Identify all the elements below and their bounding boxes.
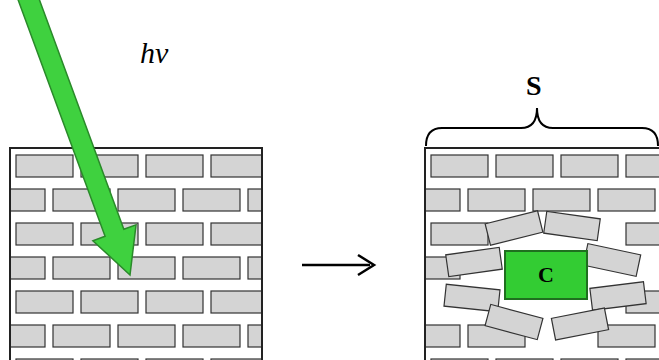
brick <box>146 223 203 245</box>
brick <box>468 189 525 211</box>
brick <box>561 359 618 360</box>
displaced-brick <box>485 304 543 339</box>
brick <box>211 359 262 360</box>
brick <box>118 189 175 211</box>
brick <box>626 359 659 360</box>
brick <box>561 155 618 177</box>
displaced-brick <box>446 247 503 276</box>
brick <box>211 223 262 245</box>
wall-outline <box>10 148 262 360</box>
brick <box>211 155 262 177</box>
brick <box>81 359 138 360</box>
curly-brace <box>426 108 658 146</box>
brick <box>248 325 262 347</box>
brick <box>183 189 240 211</box>
brick <box>431 155 488 177</box>
brick <box>118 325 175 347</box>
brick <box>81 291 138 313</box>
brick-wall <box>10 155 262 360</box>
brick <box>16 291 73 313</box>
reaction-arrow <box>302 255 374 275</box>
photon-arrow <box>0 0 152 283</box>
brick <box>16 223 73 245</box>
brick <box>16 155 73 177</box>
brick <box>431 223 488 245</box>
brick <box>16 359 73 360</box>
brick <box>496 359 553 360</box>
brick <box>183 257 240 279</box>
brick <box>53 257 110 279</box>
brick <box>248 257 262 279</box>
displaced-brick <box>551 308 608 340</box>
brick <box>211 291 262 313</box>
brick <box>183 325 240 347</box>
displaced-brick <box>583 244 640 277</box>
displaced-brick <box>544 211 601 240</box>
brick <box>10 189 45 211</box>
brick <box>598 189 655 211</box>
photon-energy-label: hν <box>140 36 168 70</box>
displaced-brick <box>485 211 543 245</box>
brick <box>626 155 659 177</box>
damaged-brick-wall <box>425 155 659 360</box>
product-box: C <box>504 250 588 300</box>
brick <box>10 257 45 279</box>
brick <box>425 189 460 211</box>
brick <box>10 325 45 347</box>
brick <box>53 325 110 347</box>
wall-outline <box>425 148 659 360</box>
brick <box>431 359 488 360</box>
brick <box>146 291 203 313</box>
displaced-brick <box>590 282 646 310</box>
brick <box>496 155 553 177</box>
brick <box>626 223 659 245</box>
brick <box>425 325 460 347</box>
brick <box>248 189 262 211</box>
displaced-bricks <box>444 211 646 340</box>
node-label: C <box>538 262 554 288</box>
bracket-label: S <box>526 70 542 102</box>
brick <box>146 359 203 360</box>
brick <box>146 155 203 177</box>
brick <box>533 189 590 211</box>
